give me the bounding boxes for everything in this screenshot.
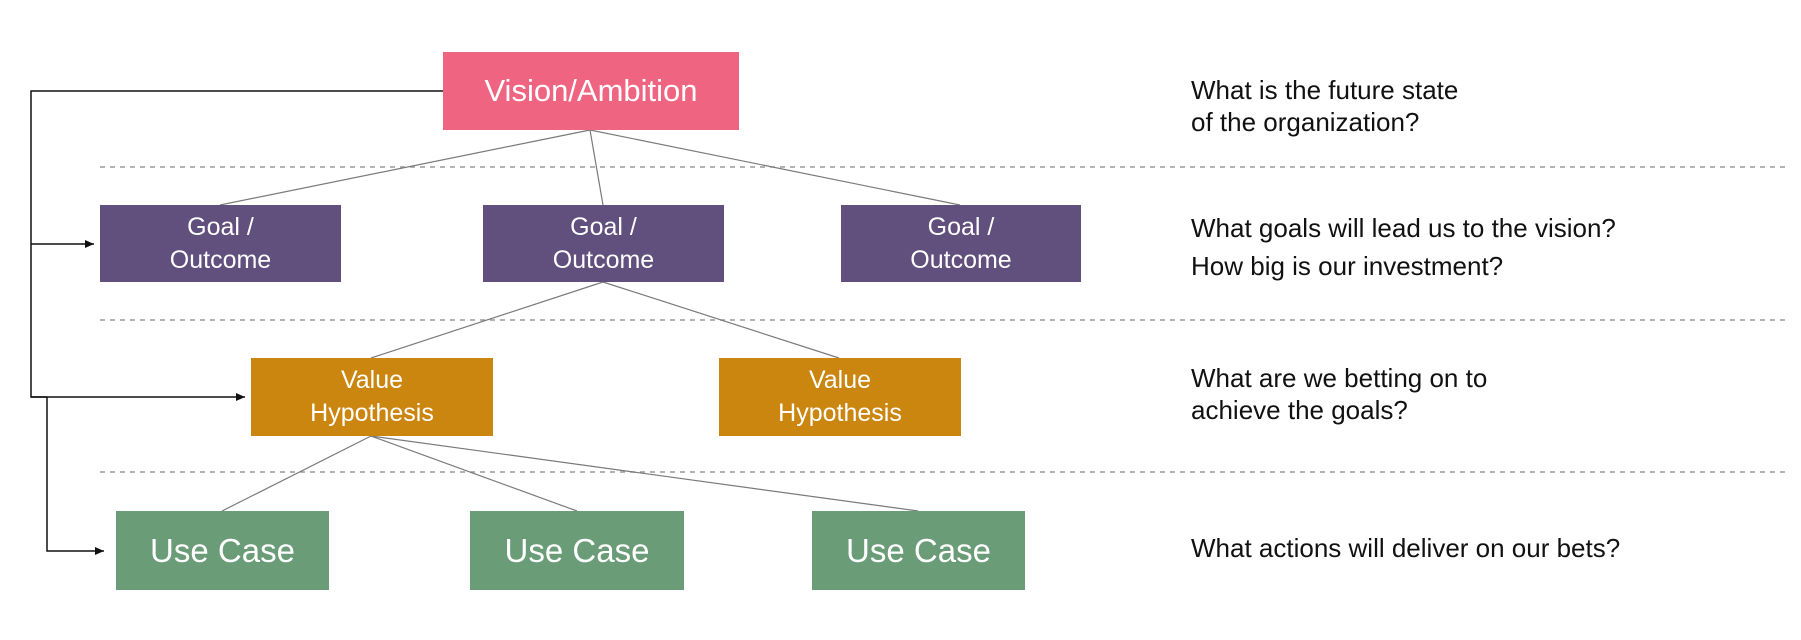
value-label-line2: Hypothesis [310,399,434,427]
connector-line [589,129,961,206]
question-use-cases-line1: What actions will deliver on our bets? [1191,533,1621,563]
use-case-label: Use Case [504,531,650,569]
question-values-line1: What are we betting on to [1191,363,1488,393]
connector-line [370,435,578,512]
use-case-box: Use Case [470,511,684,590]
connector-line [219,129,591,206]
question-goals-line1: What goals will lead us to the vision? [1191,213,1616,243]
connector-line [589,129,604,206]
vision-ambition-box: Vision/Ambition [443,52,739,130]
connector-line [370,435,919,512]
question-vision: What is the future state of the organiza… [1191,74,1458,138]
goal-outcome-box: Goal / Outcome [100,205,341,282]
question-goals-line2: How big is our investment? [1191,251,1504,281]
use-case-label: Use Case [846,531,991,569]
question-vision-line1: What is the future state [1191,75,1459,105]
feedback-arrow-use-case [46,397,104,555]
value-label-line2: Hypothesis [778,399,902,427]
question-values-line2: achieve the goals? [1191,395,1408,425]
connector-line [370,281,604,359]
value-hypothesis-box: Value Hypothesis [251,358,493,436]
vision-label: Vision/Ambition [484,73,698,108]
connector-line [221,435,372,512]
goal-label-line1: Goal / [927,212,995,241]
use-case-label: Use Case [150,531,295,569]
question-goals: What goals will lead us to the vision? H… [1191,209,1616,285]
value-hypothesis-box: Value Hypothesis [719,358,961,436]
use-case-box: Use Case [812,511,1025,590]
question-use-cases: What actions will deliver on our bets? [1191,532,1620,564]
goal-label-line2: Outcome [552,245,655,274]
value-label-line1: Value [340,366,404,394]
goal-label-line1: Goal / [187,212,254,241]
goal-label-line2: Outcome [910,245,1012,274]
connector-line [602,281,840,359]
goal-label-line1: Goal / [570,212,637,241]
value-label-line1: Value [808,366,872,394]
goal-outcome-box: Goal / Outcome [841,205,1081,282]
question-values: What are we betting on to achieve the go… [1191,362,1487,426]
goal-label-line2: Outcome [169,245,272,274]
question-vision-line2: of the organization? [1191,107,1420,137]
goal-outcome-box: Goal / Outcome [483,205,724,282]
use-case-box: Use Case [116,511,329,590]
